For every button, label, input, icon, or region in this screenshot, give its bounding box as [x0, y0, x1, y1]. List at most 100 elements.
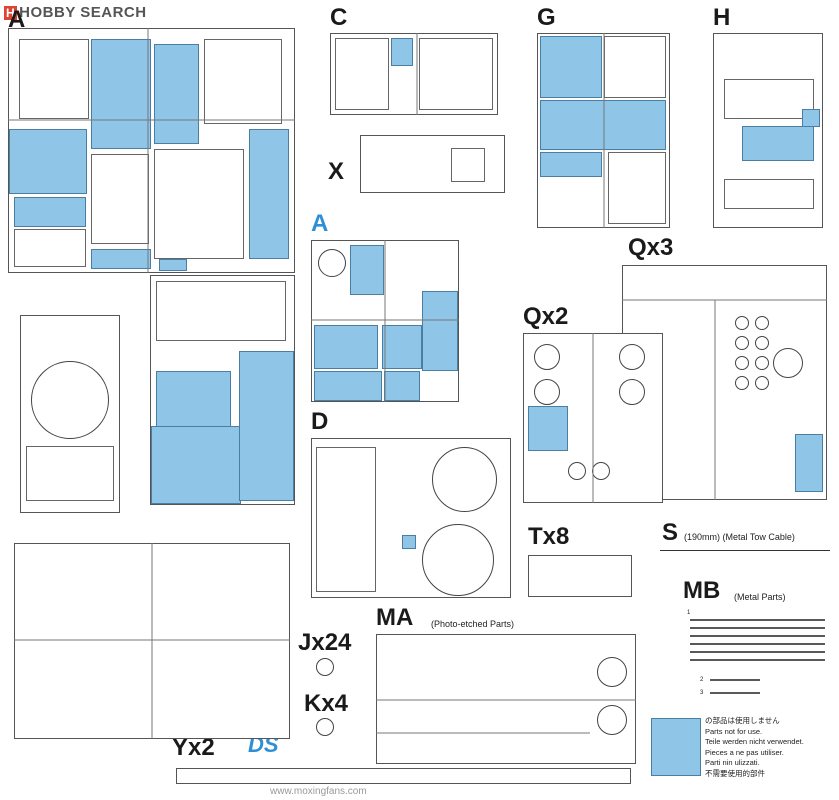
unused-parts-notice: の部品は使用しません Parts not for use. Teile werd… — [705, 716, 804, 779]
part-highlight — [540, 100, 666, 150]
wheel-part — [755, 376, 769, 390]
part-cell — [419, 38, 493, 110]
sprue-label-kx4: Kx4 — [304, 690, 349, 717]
part-highlight — [384, 371, 420, 401]
part-k — [316, 718, 334, 736]
part-circle — [318, 249, 346, 277]
part-cell — [604, 36, 666, 98]
sprue-a — [8, 28, 295, 273]
sprue-label-g: G — [537, 4, 556, 31]
part-highlight — [156, 371, 231, 431]
sprue-q2 — [523, 333, 663, 503]
sprue-desc-mb: (Metal Parts) — [734, 592, 786, 602]
sprue-desc-s: (190mm) (Metal Tow Cable) — [684, 532, 795, 542]
notice-line: Pieces a ne pas utiliser. — [705, 747, 784, 757]
sprue-label-tx8: Tx8 — [528, 523, 570, 550]
part-cell — [14, 229, 86, 267]
part-highlight — [91, 249, 151, 269]
sprue-label-a-highlight: A — [311, 210, 329, 237]
part-highlight — [314, 325, 378, 369]
sprue-c — [330, 33, 498, 115]
brand-text: HOBBY SEARCH — [19, 4, 147, 21]
sprue-g — [537, 33, 670, 228]
sprue-label-c: C — [330, 4, 348, 31]
sprue-label-qx2: Qx2 — [523, 303, 569, 330]
part-highlight — [742, 126, 814, 161]
part-cell — [154, 149, 244, 259]
part-cell — [156, 281, 286, 341]
unused-parts-swatch — [651, 718, 701, 776]
wheel-part — [735, 376, 749, 390]
tow-cable — [660, 550, 830, 551]
sprocket-part — [619, 379, 645, 405]
sprue-label-qx3: Qx3 — [628, 234, 674, 261]
notice-line: Teile werden nicht verwendet. — [705, 737, 804, 746]
wheel-part — [755, 316, 769, 330]
sprue-label-jx24: Jx24 — [298, 629, 352, 656]
part-highlight — [540, 152, 602, 177]
sprue-d — [311, 438, 511, 598]
part-highlight — [350, 245, 384, 295]
sprue-desc-ma: (Photo-etched Parts) — [431, 619, 515, 629]
part-highlight — [154, 44, 199, 144]
mb-number: 3 — [700, 690, 704, 696]
track-sprue-y — [176, 768, 631, 784]
turret-part — [432, 447, 497, 512]
part-highlight — [795, 434, 823, 492]
hull-part — [20, 315, 120, 513]
sprue-label-d: D — [311, 408, 329, 435]
part-cell — [19, 39, 89, 119]
part-cell — [608, 152, 666, 224]
sprue-a-lower — [150, 275, 295, 505]
part-highlight — [9, 129, 87, 194]
part-highlight — [314, 371, 382, 401]
wheel-part — [735, 336, 749, 350]
site-watermark: www.moxingfans.com — [270, 786, 367, 797]
sprue-label-mb: MB — [683, 577, 721, 604]
part-highlight — [159, 259, 187, 271]
sprue-t — [528, 555, 632, 597]
wheel-part — [735, 316, 749, 330]
pe-part — [597, 657, 627, 687]
wheel-part — [755, 336, 769, 350]
part-cell — [26, 446, 114, 501]
part-highlight — [528, 406, 568, 451]
part-cell — [204, 39, 282, 124]
chassis-frame-x — [360, 135, 505, 193]
turret-ring — [31, 361, 109, 439]
part-j — [316, 658, 334, 676]
wheel-part — [735, 356, 749, 370]
part-cell — [724, 79, 814, 119]
part-highlight — [422, 291, 458, 371]
part-cell — [451, 148, 485, 182]
photo-etched-fret — [376, 634, 636, 764]
part-highlight — [402, 535, 416, 549]
notice-line: の部品は使用しません — [705, 716, 780, 725]
pe-part — [597, 705, 627, 735]
part-cell — [335, 38, 389, 110]
part-cell — [724, 179, 814, 209]
wheel-part — [568, 462, 586, 480]
turret-part — [422, 524, 494, 596]
sprue-label-a: A — [8, 6, 26, 33]
part-cell — [316, 447, 376, 592]
part-highlight — [382, 325, 422, 369]
part-highlight — [391, 38, 413, 66]
sprue-h — [713, 33, 823, 228]
sprocket-part — [619, 344, 645, 370]
mb-number: 1 — [687, 610, 691, 616]
sprue-label-h: H — [713, 4, 731, 31]
notice-line: Parts not for use. — [705, 726, 763, 736]
brand-mark: H — [4, 6, 18, 20]
part-highlight — [14, 197, 86, 227]
part-highlight — [239, 351, 294, 501]
notice-line: 不需要使用的部件 — [705, 768, 765, 778]
sprocket-part — [534, 344, 560, 370]
sprocket-part — [534, 379, 560, 405]
sprue-label-yx2: Yx2 — [172, 734, 215, 761]
wheel-part — [773, 348, 803, 378]
notice-line: Parti nin ulizzati. — [705, 758, 760, 767]
sprue-label-s: S — [662, 519, 679, 546]
ds-logo: DS — [248, 732, 279, 757]
